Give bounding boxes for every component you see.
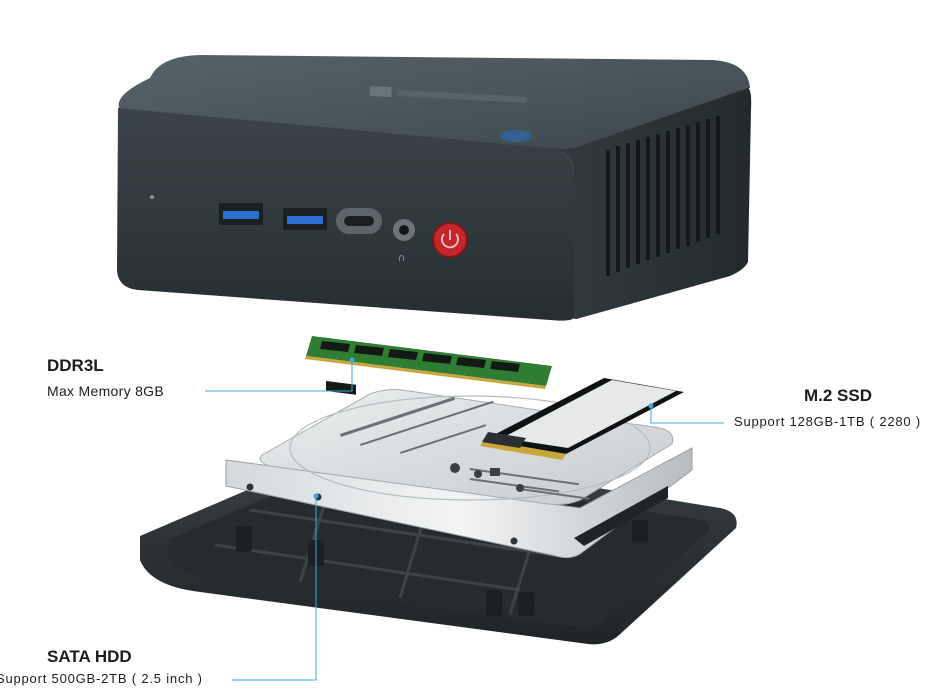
certification-icons: [450, 463, 524, 492]
power-icon: [441, 233, 459, 249]
screw-icon: [510, 537, 518, 545]
usb-port-1[interactable]: [219, 203, 263, 225]
hdd-bracket: [225, 447, 693, 559]
leader-lines: [205, 357, 724, 681]
power-button[interactable]: [432, 222, 468, 258]
hdd-platter-outline: [289, 395, 651, 501]
logo-mark-icon: [369, 86, 392, 98]
sata-connector: [574, 486, 668, 546]
ram-callout-detail: Max Memory 8GB: [47, 383, 164, 399]
intel-sticker-icon: [500, 130, 532, 142]
mini-pc-top: [118, 55, 750, 151]
hdd-leader-line: [232, 496, 317, 681]
ssd-leader-line: [650, 406, 724, 424]
ram-module: [305, 336, 552, 395]
headphone-icon: ∩: [398, 253, 405, 264]
ram-callout-title: DDR3L: [47, 356, 104, 375]
led-indicator-icon: [150, 195, 154, 199]
m2-ssd: [480, 378, 684, 460]
mini-pc: ∩: [117, 55, 752, 321]
hdd-callout-title: SATA HDD: [47, 647, 132, 666]
logo-wordmark-icon: [397, 90, 528, 103]
side-vent: [606, 116, 720, 276]
ssd-callout-detail: Support 128GB-1TB ( 2280 ): [734, 414, 922, 429]
audio-jack[interactable]: [393, 219, 415, 241]
ram-leader-line: [205, 360, 353, 392]
usb-port-2[interactable]: [283, 208, 327, 230]
usb-c-port[interactable]: [336, 208, 382, 234]
screw-icon: [246, 483, 254, 491]
hdd-callout-detail: Support 500GB-2TB ( 2.5 inch ): [0, 671, 203, 686]
ssd-callout-title: M.2 SSD: [804, 386, 873, 405]
ram-chips: [320, 341, 520, 372]
